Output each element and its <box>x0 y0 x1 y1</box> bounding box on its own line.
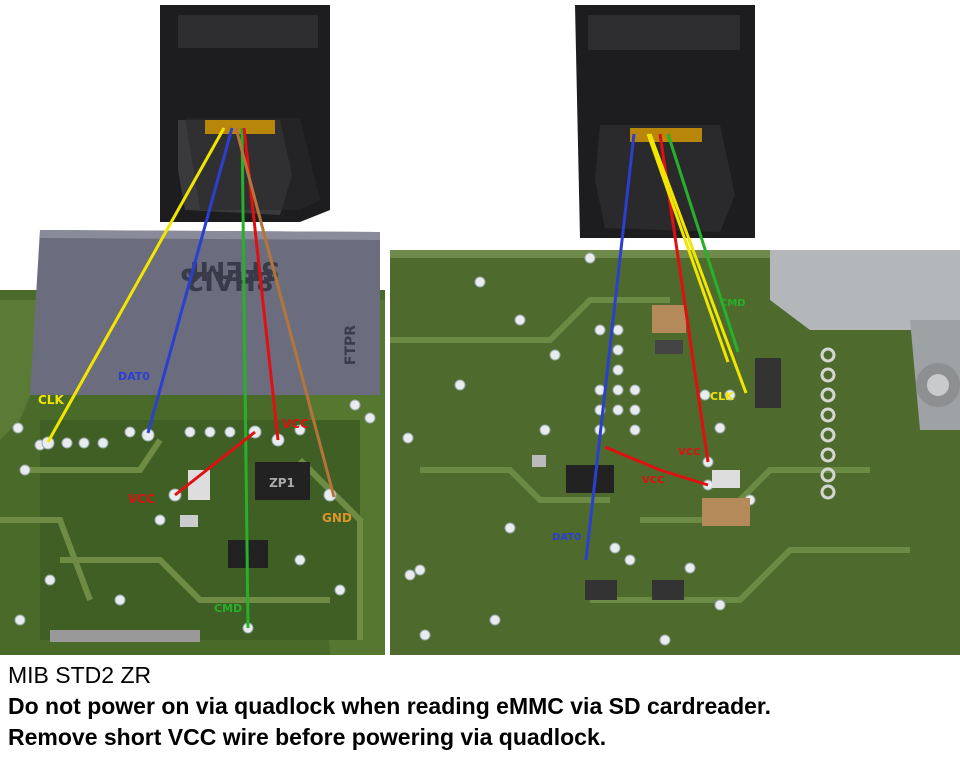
wire-vcc-short <box>604 445 709 487</box>
wire-cmd <box>666 133 740 353</box>
caption: MIB STD2 ZR Do not power on via quadlock… <box>8 660 952 753</box>
left-photo-svg: SFEMP 8HAI2 FTPR ZP1 <box>0 0 390 660</box>
wire-clk <box>46 127 226 443</box>
label-dat0: DAT0 <box>552 532 581 543</box>
right-components <box>532 305 781 600</box>
label-cmd: CMD <box>720 298 746 309</box>
sd-adapter-left <box>160 5 330 222</box>
label-gnd: GND <box>322 511 352 525</box>
label-vcc-top: VCC <box>678 447 700 458</box>
right-via-column <box>820 347 836 500</box>
wire-gnd <box>234 127 336 498</box>
label-clk: CLK <box>38 393 64 407</box>
caption-warning-1: Do not power on via quadlock when readin… <box>8 693 771 719</box>
left-wires <box>46 127 336 629</box>
wire-vcc-short <box>174 430 256 497</box>
label-vcc-left: VCC <box>128 492 155 506</box>
sd-adapter-right <box>575 5 755 238</box>
memory-chip: SFEMP 8HAI2 FTPR <box>30 230 380 395</box>
wire-dat0 <box>146 127 234 434</box>
right-wires <box>584 133 748 561</box>
left-vias <box>12 399 376 634</box>
right-photo: CMD CLK VCC VCC DAT0 <box>390 0 960 660</box>
label-vcc-top: VCC <box>282 417 309 431</box>
left-photo: SFEMP 8HAI2 FTPR ZP1 <box>0 0 390 660</box>
chip-side-text: FTPR <box>343 325 359 365</box>
caption-title: MIB STD2 ZR <box>8 662 152 688</box>
caption-warning-2: Remove short VCC wire before powering vi… <box>8 724 607 750</box>
right-vias <box>402 252 756 646</box>
wire-clk-2 <box>646 133 730 363</box>
component-marking: ZP1 <box>269 476 295 490</box>
label-dat0: DAT0 <box>118 370 150 383</box>
label-clk: CLK <box>710 390 734 403</box>
wire-dat0 <box>584 133 636 561</box>
wire-clk <box>648 133 748 394</box>
label-cmd: CMD <box>214 602 242 615</box>
label-vcc-left: VCC <box>642 475 664 486</box>
wire-cmd <box>240 127 250 629</box>
right-photo-svg: CMD CLK VCC VCC DAT0 <box>390 0 960 660</box>
